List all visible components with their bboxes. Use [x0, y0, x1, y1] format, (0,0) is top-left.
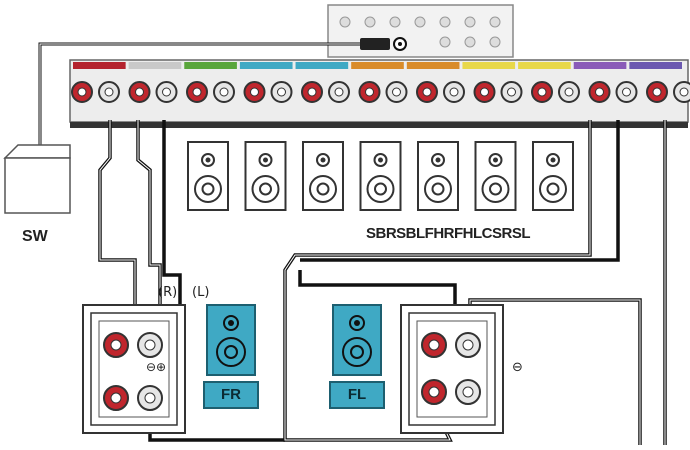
surround-speaker-labels: SBRSBLFHRFHLCSRSL [366, 225, 531, 242]
fr-terminal-block [82, 304, 186, 434]
subwoofer-label: SW [22, 228, 48, 245]
surround-speaker [302, 141, 344, 211]
fl-speaker-tag: FL [329, 381, 385, 409]
minus-symbol: ⊖ [512, 360, 523, 375]
strip-color-tab [295, 62, 349, 69]
surround-speaker [244, 141, 287, 211]
surround-speaker [187, 141, 229, 211]
fl-speaker [332, 304, 382, 376]
surround-speaker [474, 141, 517, 211]
strip-color-tab [239, 62, 293, 69]
surround-speaker [532, 141, 574, 211]
strip-color-tab [518, 62, 571, 69]
subwoofer-box [3, 144, 71, 214]
strip-color-tab [73, 62, 126, 69]
strip-color-tab [184, 62, 237, 69]
polarity-symbols: ⊖⊕ [146, 360, 167, 374]
surround-speaker [359, 141, 402, 211]
strip-color-tab [351, 62, 404, 69]
surround-speaker [417, 141, 459, 211]
fl-terminal-block [400, 304, 504, 434]
strip-color-tab [406, 62, 460, 69]
strip-color-tab [462, 62, 516, 69]
fr-speaker [206, 304, 256, 376]
receiver-preout-panel [327, 4, 514, 58]
speaker-terminal-strip [69, 59, 690, 128]
strip-color-tab [573, 62, 627, 69]
right-channel-label: (R) [158, 285, 178, 300]
strip-color-tab [128, 62, 182, 69]
strip-color-tab [629, 62, 682, 69]
surround-speaker-group [187, 141, 574, 211]
fr-speaker-tag: FR [203, 381, 259, 409]
left-channel-label: (L) [192, 285, 210, 300]
